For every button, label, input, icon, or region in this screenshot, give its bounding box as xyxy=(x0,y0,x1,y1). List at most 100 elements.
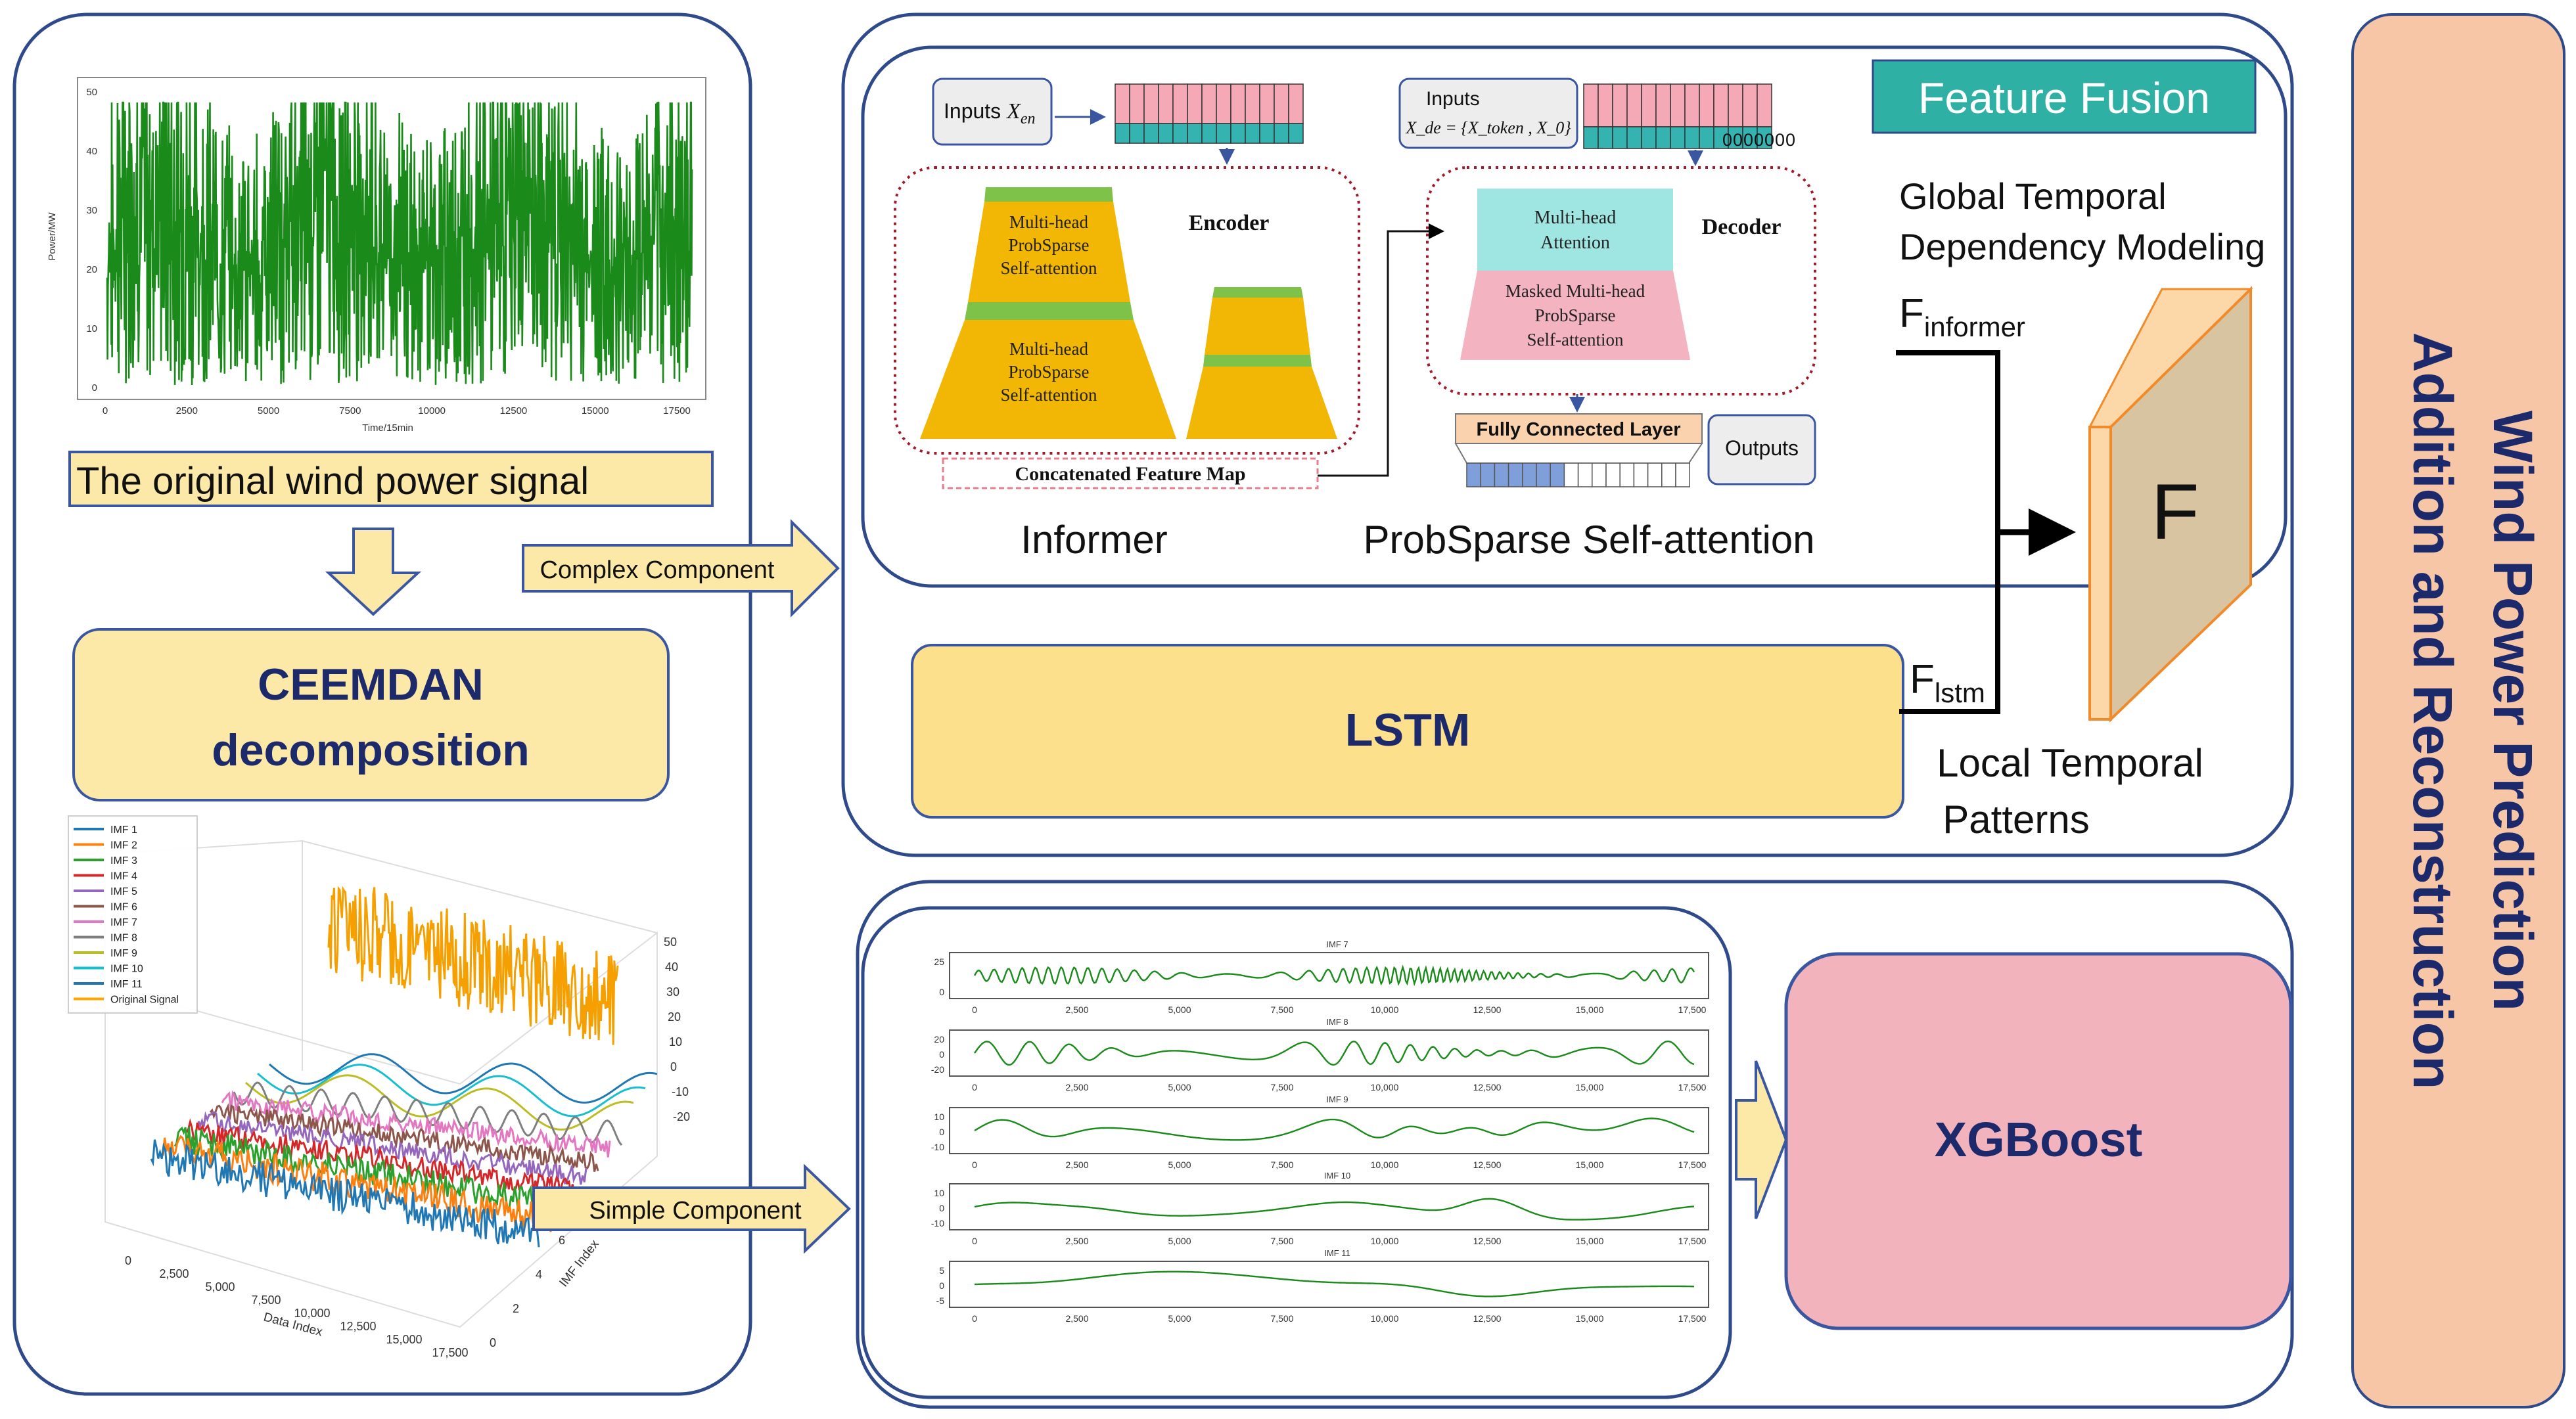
fully-connected-layer xyxy=(1455,413,1703,444)
ceemdan-box xyxy=(72,628,670,801)
encoder-small-mid-cap xyxy=(1203,355,1312,367)
fc-output-token xyxy=(1494,462,1509,487)
imf-plot-x-tick: 2,500 xyxy=(1065,1082,1088,1092)
imf-plot-y-tick: 0 xyxy=(939,987,944,997)
legend-entry: IMF 6 xyxy=(110,902,137,913)
encoder-token-marker xyxy=(1216,123,1231,144)
signal-x-tick: 0 xyxy=(103,405,108,417)
imf-plot-title: IMF 11 xyxy=(1324,1248,1350,1258)
signal-y-label: Power/MW xyxy=(47,212,58,260)
imf-plot-x-tick: 12,500 xyxy=(1473,1313,1502,1324)
imf-plot-x-tick: 12,500 xyxy=(1473,1236,1502,1246)
decoder-label: Decoder xyxy=(1702,215,1782,239)
imf-plot-x-tick: 5,000 xyxy=(1168,1313,1191,1324)
signal-x-label: Time/15min xyxy=(362,422,413,434)
fc-output-token xyxy=(1563,462,1579,487)
fc-output-token xyxy=(1633,462,1649,487)
encoder-token-marker xyxy=(1201,123,1217,144)
signal-y-tick: 30 xyxy=(86,205,97,216)
decoder-token xyxy=(1713,83,1729,127)
feature-fusion-tab xyxy=(1872,59,2257,134)
fc-output-token xyxy=(1647,462,1663,487)
fc-fan-shape xyxy=(1454,443,1703,464)
imf-plot-title: IMF 7 xyxy=(1326,939,1348,949)
imf-z-tick: 40 xyxy=(665,960,678,974)
imf-plot-x-tick: 5,000 xyxy=(1168,1236,1191,1246)
imf-component-line xyxy=(973,964,1695,987)
signal-x-tick: 7500 xyxy=(339,405,361,417)
imf-plot-x-tick: 10,000 xyxy=(1371,1004,1399,1015)
encoder-label: Encoder xyxy=(1189,211,1270,235)
encoder-box xyxy=(894,166,1360,455)
imf-ribbon xyxy=(269,1053,658,1104)
original-signal-3d xyxy=(327,886,619,1045)
decoder-inputs-label: Inputs xyxy=(1426,88,1480,110)
imf-plot-x-tick: 12,500 xyxy=(1473,1082,1502,1092)
encoder-stack-top xyxy=(968,202,1130,302)
encoder-token xyxy=(1129,83,1145,124)
imf-plot-x-tick: 5,000 xyxy=(1168,1004,1191,1015)
signal-x-tick: 5000 xyxy=(258,405,279,417)
concat-feature-map-label: Concatenated Feature Map xyxy=(1015,463,1245,485)
imf-plot-x-tick: 2,500 xyxy=(1065,1004,1088,1015)
imf-plot-x-tick: 7,500 xyxy=(1270,1004,1293,1015)
imf-plot-y-tick: 10 xyxy=(934,1112,944,1122)
encoder-token-marker xyxy=(1115,123,1130,144)
imf-component-line xyxy=(974,1271,1695,1297)
f-block-side xyxy=(2088,426,2112,721)
imf-z-tick: -10 xyxy=(672,1085,689,1098)
complex-component-arrow xyxy=(522,519,840,618)
imf-plot-title: IMF 10 xyxy=(1324,1171,1350,1181)
signal-y-tick: 20 xyxy=(86,264,97,275)
encoder-small-top xyxy=(1205,298,1310,355)
encoder-token xyxy=(1172,83,1188,124)
imf-plot-x-tick: 7,500 xyxy=(1270,1160,1293,1170)
imf-plot-x-tick: 2,500 xyxy=(1065,1160,1088,1170)
legend-entry: IMF 2 xyxy=(110,840,137,851)
encoder-stack-top-cap xyxy=(984,187,1113,202)
imf-plot-frame xyxy=(949,1107,1709,1154)
decoder-token-strip xyxy=(1583,83,1772,149)
imf-plot-x-tick: 2,500 xyxy=(1065,1236,1088,1246)
encoder-token xyxy=(1158,83,1174,124)
decoder-token xyxy=(1757,83,1772,127)
encoder-token xyxy=(1230,83,1246,124)
imf-ribbon xyxy=(209,1102,599,1172)
imf-plot-frame xyxy=(949,952,1709,999)
encoder-small-bottom xyxy=(1186,367,1337,439)
signal-x-tick: 10000 xyxy=(418,405,446,417)
fully-connected-label: Fully Connected Layer xyxy=(1476,419,1680,440)
decoder-masked-block xyxy=(1460,271,1690,360)
legend-entry: IMF 7 xyxy=(110,917,137,928)
imf-ribbon xyxy=(245,1074,634,1131)
encoder-token-marker xyxy=(1187,123,1203,144)
xgboost-box xyxy=(1784,952,2293,1330)
imf-plot-x-tick: 15,000 xyxy=(1576,1004,1604,1015)
imf-y-tick: 2 xyxy=(513,1302,519,1315)
imf-plot-x-tick: 17,500 xyxy=(1678,1313,1707,1324)
signal-y-tick: 40 xyxy=(86,146,97,157)
fc-output-token xyxy=(1480,462,1496,487)
imf-x-tick: 17,500 xyxy=(432,1346,468,1359)
imf-plot-x-tick: 17,500 xyxy=(1678,1160,1707,1170)
encoder-token xyxy=(1216,83,1231,124)
decoder-token-marker xyxy=(1670,126,1686,149)
imf-plot-x-tick: 2,500 xyxy=(1065,1313,1088,1324)
encoder-inputs-box xyxy=(932,78,1053,146)
banner-line1: Wind Power Prediction xyxy=(2482,411,2544,1011)
imf-ribbons xyxy=(150,1053,658,1248)
imf-x-tick: 15,000 xyxy=(386,1333,422,1346)
f-lstm-label: Flstm xyxy=(1910,657,1985,708)
encoder-token-marker xyxy=(1172,123,1188,144)
decoder-token-marker xyxy=(1626,126,1642,149)
encoder-token xyxy=(1245,83,1260,124)
encoder-token-marker xyxy=(1230,123,1246,144)
imf-ribbon xyxy=(221,1090,611,1158)
imf-plot-x-tick: 0 xyxy=(972,1236,977,1246)
imf-z-tick: 30 xyxy=(666,985,679,999)
